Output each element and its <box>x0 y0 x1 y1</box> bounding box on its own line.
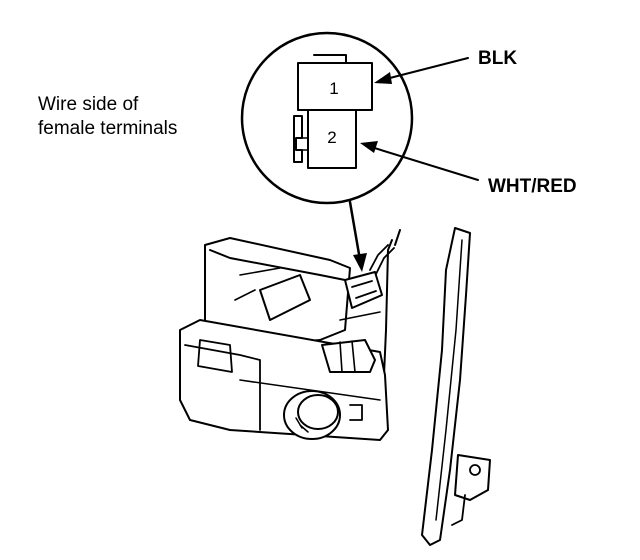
control-knob <box>283 390 363 440</box>
location-arrow <box>348 200 367 272</box>
caption-line-1: Wire side of <box>38 94 139 115</box>
connector-detail-circle: 1 2 <box>240 31 414 205</box>
blk-leader-arrow <box>374 57 469 84</box>
motor-drum <box>321 339 376 373</box>
wire-2-color-label: WHT/RED <box>488 176 577 197</box>
terminal-2-label: 2 <box>327 128 336 147</box>
wht-red-leader-arrow <box>360 141 479 181</box>
unit-connector <box>339 244 395 321</box>
terminal-1-label: 1 <box>329 79 338 98</box>
wire-1-color-label: BLK <box>478 48 517 69</box>
dashboard-unit-drawing <box>179 227 491 546</box>
connector-face: 1 2 <box>293 54 373 169</box>
caption-line-2: female terminals <box>38 118 177 139</box>
